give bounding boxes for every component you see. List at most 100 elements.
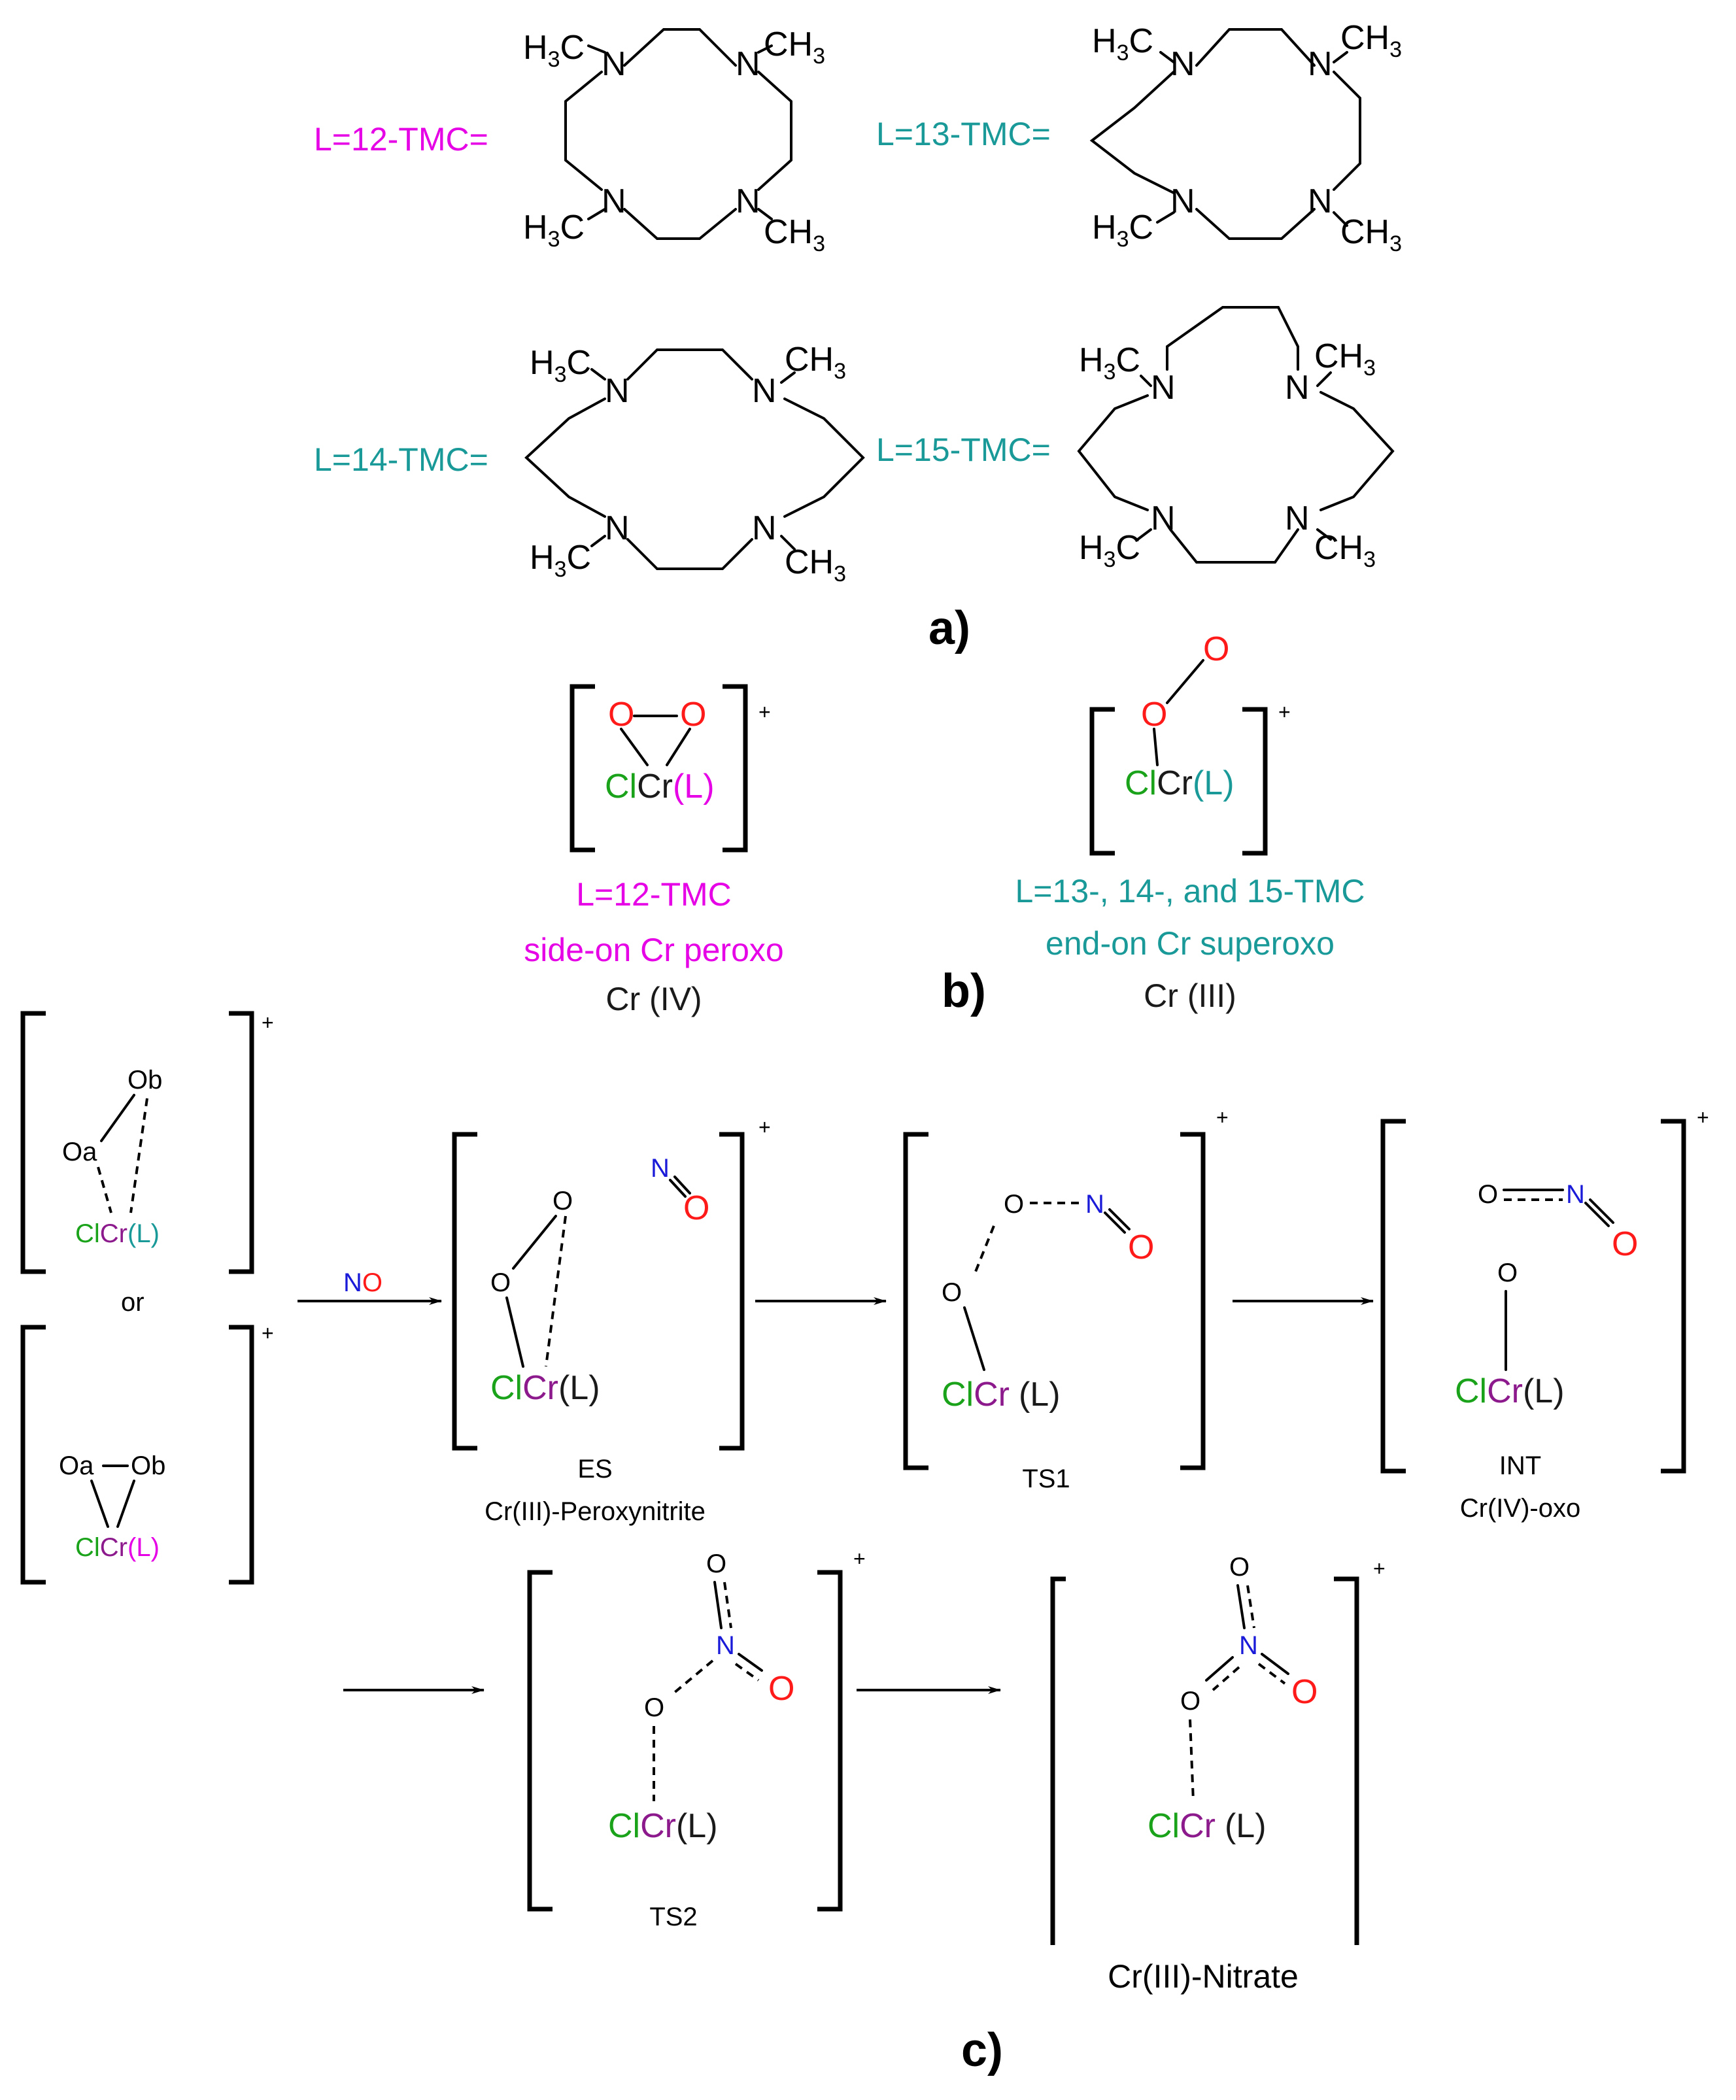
atom-o: O <box>1497 1259 1518 1287</box>
reactant-end-on: + Ob Oa ClCr(L) <box>20 1011 274 1274</box>
panel-b-label: b) <box>942 965 986 1017</box>
charge-plus: + <box>262 1011 274 1034</box>
atom-o: O <box>1229 1553 1250 1582</box>
atom-o: O <box>706 1550 726 1578</box>
end-on-ligand: L=13-, 14-, and 15-TMC <box>1015 873 1365 909</box>
cl-cr-l: ClCr(L) <box>75 1219 160 1248</box>
panel-c-label: c) <box>961 2024 1003 2076</box>
cl-cr-l: ClCr(L) <box>1148 1807 1267 1845</box>
atom-o: O <box>1128 1228 1154 1266</box>
nitrate-structure: + O N O O ClCr(L) <box>1050 1553 1386 1945</box>
int-description: Cr(IV)-oxo <box>1460 1494 1580 1523</box>
atom-o: O <box>608 696 634 734</box>
methyl-ch3: CH3 <box>764 213 825 256</box>
es-name: ES <box>577 1455 612 1483</box>
structure-12-tmc: N N N N H3C CH3 H3C CH3 <box>523 25 825 256</box>
atom-n: N <box>1170 45 1195 83</box>
methyl-ch3: CH3 <box>1314 529 1376 572</box>
cl-cr-l: ClCr(L) <box>942 1376 1061 1414</box>
atom-n: N <box>1085 1190 1104 1219</box>
methyl-h3c: H3C <box>523 209 585 252</box>
atom-n: N <box>1239 1631 1258 1660</box>
charge-plus: + <box>758 700 771 724</box>
es-structure: + N O O O ClCr(L) <box>452 1115 771 1451</box>
methyl-ch3: CH3 <box>785 341 846 384</box>
label-15-tmc: L=15-TMC= <box>876 432 1051 468</box>
atom-o: O <box>1612 1225 1638 1263</box>
reactant-side-on: + Oa Ob ClCr(L) <box>20 1321 274 1585</box>
product-description: Cr(III)-Nitrate <box>1108 1958 1299 1995</box>
cl-cr-l: ClCr(L) <box>608 1807 718 1845</box>
atom-n: N <box>605 509 630 547</box>
reagent-no: NO <box>343 1268 383 1297</box>
atom-o: O <box>680 696 706 734</box>
atom-n: N <box>1151 500 1176 537</box>
structure-15-tmc: N N N N H3C CH3 H3C CH3 <box>1077 306 1395 572</box>
panel-c: + Ob Oa ClCr(L) or + Oa Ob ClCr(L) NO <box>20 1011 1709 2076</box>
panel-b: + O O ClCr(L) L=12-TMC side-on Cr peroxo… <box>524 630 1365 1017</box>
atom-n: N <box>752 372 777 410</box>
atom-n: N <box>716 1631 735 1660</box>
methyl-ch3: CH3 <box>764 25 825 69</box>
charge-plus: + <box>262 1321 274 1345</box>
atom-ob: Ob <box>128 1066 162 1094</box>
ts1-structure: + O N O O ClCr(L) <box>903 1106 1229 1470</box>
es-description: Cr(III)-Peroxynitrite <box>485 1497 706 1526</box>
charge-plus: + <box>1216 1106 1229 1129</box>
atom-n: N <box>1285 500 1310 537</box>
ts2-name: TS2 <box>649 1903 697 1931</box>
label-14-tmc: L=14-TMC= <box>314 441 488 478</box>
atom-n: N <box>605 372 630 410</box>
end-on-oxidation: Cr (III) <box>1144 977 1236 1014</box>
atom-o: O <box>1141 696 1167 734</box>
atom-ob: Ob <box>131 1451 165 1480</box>
atom-n: N <box>736 182 760 220</box>
structure-14-tmc: N N N N H3C CH3 H3C CH3 <box>524 341 865 586</box>
methyl-h3c: H3C <box>523 29 585 72</box>
cl-cr-l: ClCr(L) <box>1455 1372 1565 1410</box>
end-on-name: end-on Cr superoxo <box>1046 925 1335 962</box>
atom-n: N <box>602 182 626 220</box>
side-on-name: side-on Cr peroxo <box>524 932 783 968</box>
atom-o: O <box>1291 1673 1318 1711</box>
atom-oa: Oa <box>62 1138 97 1166</box>
atom-n: N <box>1151 369 1176 407</box>
side-on-peroxo-structure: + O O ClCr(L) <box>570 684 771 853</box>
methyl-h3c: H3C <box>530 539 591 582</box>
atom-n: N <box>1170 182 1195 220</box>
cl-cr-l: ClCr(L) <box>75 1533 160 1562</box>
int-structure: + O N O O ClCr(L) <box>1380 1106 1709 1474</box>
atom-n: N <box>736 45 760 83</box>
panel-a-label: a) <box>928 602 970 654</box>
atom-o: O <box>1004 1190 1024 1219</box>
atom-n: N <box>1308 45 1333 83</box>
side-on-oxidation: Cr (IV) <box>605 981 702 1017</box>
methyl-ch3: CH3 <box>785 543 846 586</box>
or-label: or <box>121 1288 145 1317</box>
methyl-ch3: CH3 <box>1314 337 1376 381</box>
methyl-h3c: H3C <box>1092 22 1153 65</box>
int-name: INT <box>1499 1451 1541 1480</box>
atom-n: N <box>1285 369 1310 407</box>
methyl-ch3: CH3 <box>1340 213 1402 256</box>
side-on-ligand: L=12-TMC <box>576 876 732 913</box>
atom-n: N <box>602 45 626 83</box>
charge-plus: + <box>1697 1106 1709 1129</box>
atom-n: N <box>1308 182 1333 220</box>
cl-cr-l: ClCr(L) <box>1125 764 1234 802</box>
structure-13-tmc: N N N N H3C CH3 H3C CH3 <box>1089 19 1402 256</box>
methyl-ch3: CH3 <box>1340 19 1402 62</box>
cl-cr-l: ClCr(L) <box>490 1369 600 1407</box>
label-13-tmc: L=13-TMC= <box>876 116 1051 152</box>
charge-plus: + <box>1373 1557 1386 1580</box>
atom-o: O <box>1180 1687 1200 1716</box>
methyl-h3c: H3C <box>1079 341 1140 384</box>
atom-o: O <box>644 1693 664 1722</box>
panel-a: L=12-TMC= N N N N H3C CH3 H3C CH3 L=13-T… <box>314 19 1402 654</box>
atom-o: O <box>683 1189 709 1227</box>
label-12-tmc: L=12-TMC= <box>314 121 488 158</box>
atom-o: O <box>1478 1180 1498 1209</box>
atom-oa: Oa <box>59 1451 94 1480</box>
methyl-h3c: H3C <box>530 344 591 387</box>
